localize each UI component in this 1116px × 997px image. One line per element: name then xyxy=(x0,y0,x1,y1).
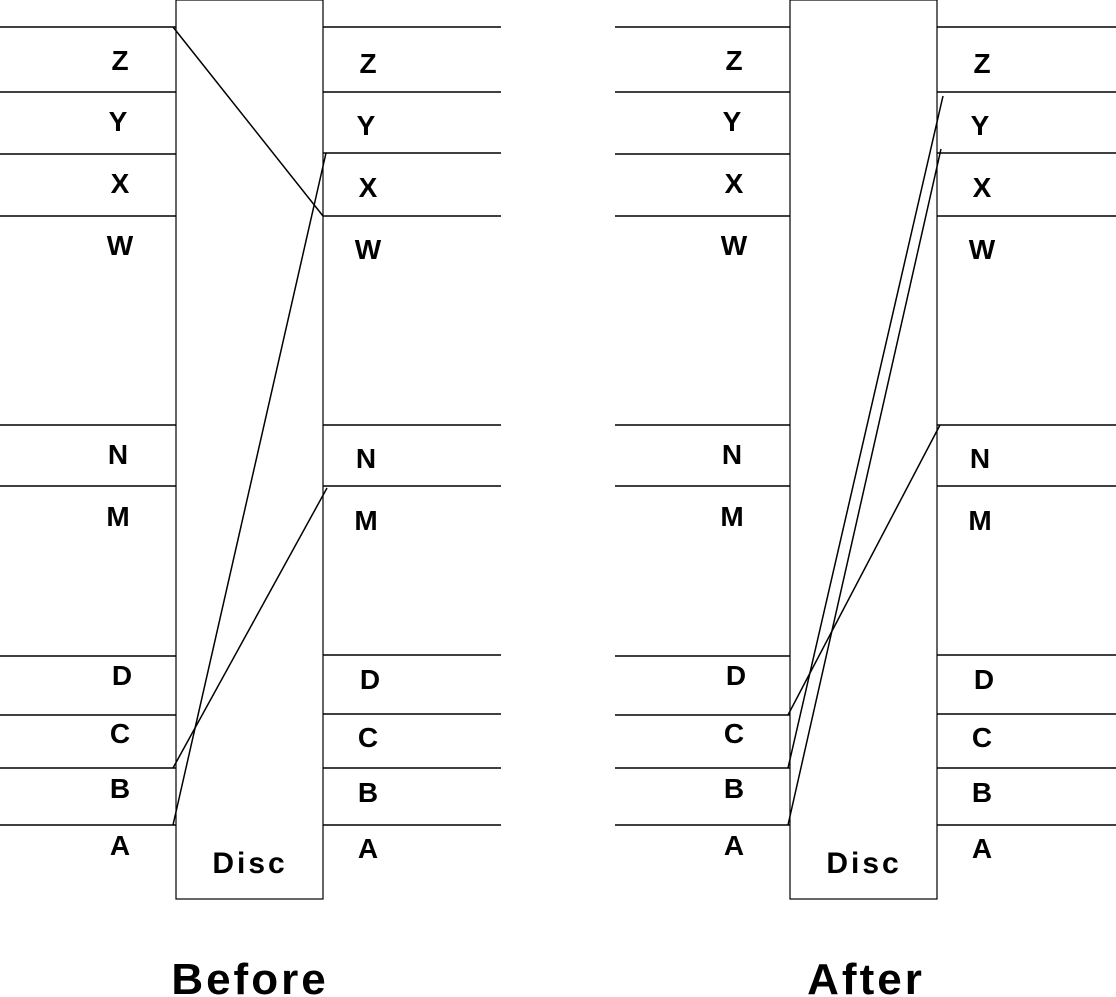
after-left-label-n: N xyxy=(722,439,742,470)
after-connector-a-x xyxy=(787,148,942,826)
before-left-label-w: W xyxy=(107,230,134,261)
before-connector-z-w xyxy=(172,26,324,217)
before-left-label-d: D xyxy=(112,660,132,691)
before-left-label-z: Z xyxy=(111,45,128,76)
after-right-label-n: N xyxy=(970,443,990,474)
after-left-label-b: B xyxy=(724,773,744,804)
after-right-label-c: C xyxy=(972,722,992,753)
before-left-label-n: N xyxy=(108,439,128,470)
before-caption: Before xyxy=(171,955,328,997)
before-left-label-m: M xyxy=(106,501,129,532)
before-right-label-y: Y xyxy=(357,110,376,141)
after-left-label-y: Y xyxy=(723,106,742,137)
after-panel: Z Y X W N M D C B A Z Y X W N M D C B A … xyxy=(615,0,1116,997)
before-connector-b-m xyxy=(172,487,328,769)
before-left-label-a: A xyxy=(110,830,130,861)
after-disc-label: Disc xyxy=(826,847,901,880)
after-right-label-z: Z xyxy=(973,48,990,79)
before-right-label-d: D xyxy=(360,664,380,695)
after-caption: After xyxy=(807,955,925,997)
after-left-label-x: X xyxy=(725,168,744,199)
before-right-label-z: Z xyxy=(359,48,376,79)
before-connector-a-x xyxy=(172,152,327,826)
before-right-label-w: W xyxy=(355,234,382,265)
before-right-label-a: A xyxy=(358,833,378,864)
after-right-label-w: W xyxy=(969,234,996,265)
before-right-label-c: C xyxy=(358,722,378,753)
before-disc-label: Disc xyxy=(212,847,287,880)
after-left-label-m: M xyxy=(720,501,743,532)
after-right-label-y: Y xyxy=(971,110,990,141)
after-disc-box xyxy=(789,0,938,900)
after-left-label-w: W xyxy=(721,230,748,261)
before-right-label-x: X xyxy=(359,172,378,203)
after-right-label-d: D xyxy=(974,664,994,695)
after-right-label-a: A xyxy=(972,833,992,864)
after-left-label-z: Z xyxy=(725,45,742,76)
after-left-label-c: C xyxy=(724,718,744,749)
after-right-label-m: M xyxy=(968,505,991,536)
before-left-label-x: X xyxy=(111,168,130,199)
after-right-label-b: B xyxy=(972,777,992,808)
before-panel: Z Y X W N M D C B A Z Y X W N M D C B A … xyxy=(0,0,501,997)
after-left-label-d: D xyxy=(726,660,746,691)
before-disc-box xyxy=(175,0,324,900)
before-right-label-b: B xyxy=(358,777,378,808)
after-connector-c-n xyxy=(787,424,941,716)
after-left-label-a: A xyxy=(724,830,744,861)
before-left-label-y: Y xyxy=(109,106,128,137)
after-right-label-x: X xyxy=(973,172,992,203)
before-left-label-b: B xyxy=(110,773,130,804)
before-right-label-m: M xyxy=(354,505,377,536)
after-connector-b-y xyxy=(787,95,944,769)
before-left-label-c: C xyxy=(110,718,130,749)
before-right-label-n: N xyxy=(356,443,376,474)
